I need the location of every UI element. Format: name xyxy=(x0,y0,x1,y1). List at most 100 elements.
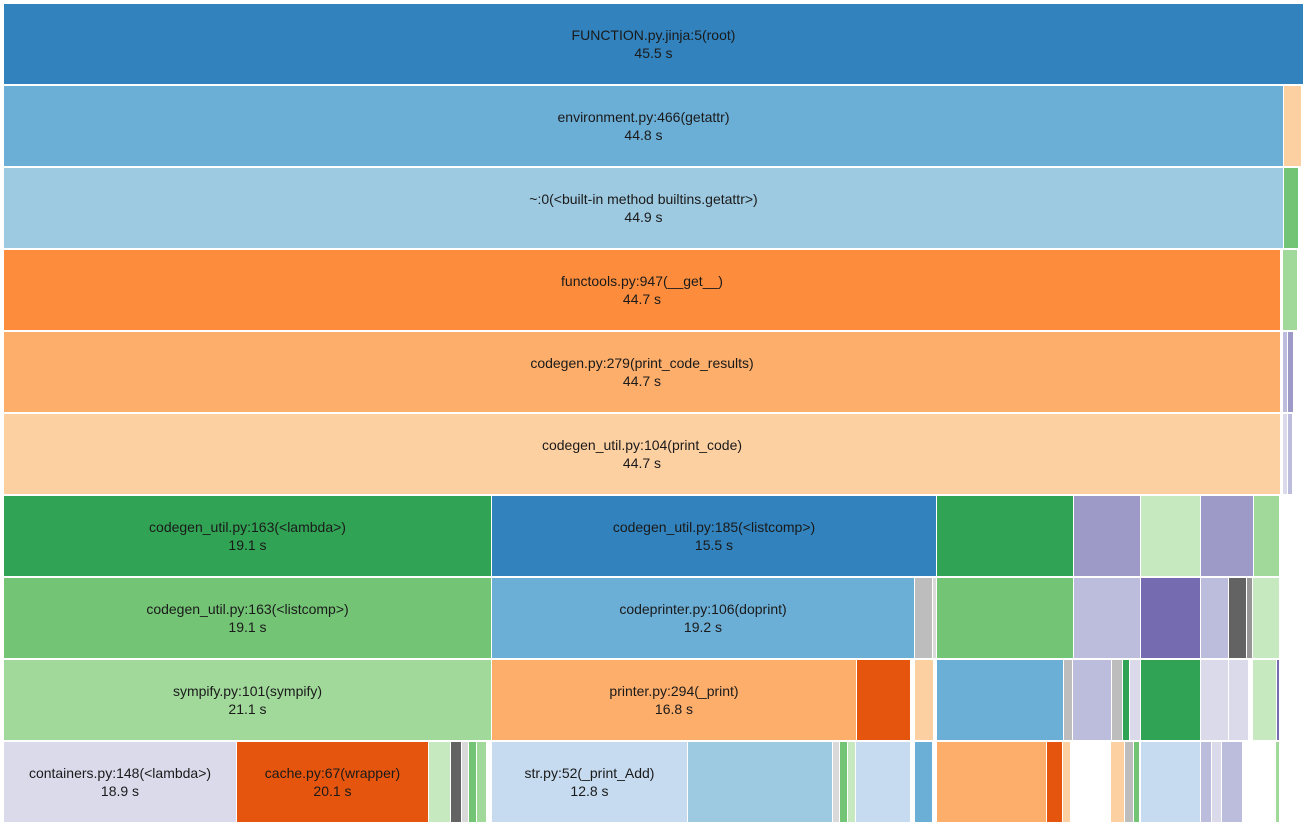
frame-row9-cell6[interactable] xyxy=(477,742,486,822)
frame-row9-cell21[interactable] xyxy=(1201,742,1211,822)
frame-rect[interactable] xyxy=(1123,660,1129,740)
frame-rect[interactable] xyxy=(4,250,1280,330)
frame-rect[interactable] xyxy=(4,742,236,822)
frame-rect[interactable] xyxy=(237,742,428,822)
frame-rect[interactable] xyxy=(1229,660,1248,740)
frame-rect[interactable] xyxy=(1125,742,1133,822)
frame-str-py-52-print-add[interactable]: str.py:52(_print_Add)12.8 s xyxy=(492,742,687,822)
frame-codeprinter-py-106-doprint[interactable]: codeprinter.py:106(doprint)19.2 s xyxy=(492,578,914,658)
frame-row8-cell5[interactable] xyxy=(937,660,1063,740)
frame-functools-py-947-get[interactable]: functools.py:947(__get__)44.7 s xyxy=(4,250,1280,330)
frame-rect[interactable] xyxy=(915,578,932,658)
frame-row9-cell16[interactable] xyxy=(1063,742,1070,822)
frame-row3-cell1[interactable] xyxy=(1283,250,1297,330)
frame-row9-cell2[interactable] xyxy=(429,742,450,822)
frame-rect[interactable] xyxy=(937,660,1063,740)
frame-row7-cell5[interactable] xyxy=(1074,578,1140,658)
frame-codegen-util-py-163-listcomp[interactable]: codegen_util.py:163(<listcomp>)19.1 s xyxy=(4,578,491,658)
frame-rect[interactable] xyxy=(1276,742,1279,822)
frame-rect[interactable] xyxy=(1283,250,1297,330)
frame-rect[interactable] xyxy=(911,660,914,740)
frame-row4-cell2[interactable] xyxy=(1288,332,1293,412)
frame-row9-cell12[interactable] xyxy=(856,742,910,822)
frame-rect[interactable] xyxy=(4,332,1280,412)
frame-rect[interactable] xyxy=(1064,660,1072,740)
frame-row9-cell24[interactable] xyxy=(1276,742,1279,822)
frame-printer-py-294-print[interactable]: printer.py:294(_print)16.8 s xyxy=(492,660,856,740)
frame-codegen-util-py-185-listcomp[interactable]: codegen_util.py:185(<listcomp>)15.5 s xyxy=(492,496,936,576)
frame-row9-cell3[interactable] xyxy=(451,742,461,822)
frame-rect[interactable] xyxy=(1229,578,1246,658)
frame-row8-cell7[interactable] xyxy=(1073,660,1111,740)
frame-row9-cell9[interactable] xyxy=(833,742,839,822)
frame-rect[interactable] xyxy=(1201,742,1211,822)
frame-rect[interactable] xyxy=(937,496,1073,576)
frame-row9-cell8[interactable] xyxy=(688,742,832,822)
frame-rect[interactable] xyxy=(1141,660,1200,740)
frame-rect[interactable] xyxy=(1112,660,1122,740)
frame-row9-cell5[interactable] xyxy=(469,742,476,822)
frame-rect[interactable] xyxy=(1201,578,1228,658)
frame-row9-cell4[interactable] xyxy=(462,742,468,822)
frame-rect[interactable] xyxy=(1284,86,1301,166)
frame-rect[interactable] xyxy=(848,742,855,822)
frame-codegen-util-py-163-lambda[interactable]: codegen_util.py:163(<lambda>)19.1 s xyxy=(4,496,491,576)
frame-rect[interactable] xyxy=(1288,414,1292,494)
frame-rect[interactable] xyxy=(1134,742,1139,822)
frame-rect[interactable] xyxy=(492,660,856,740)
frame-rect[interactable] xyxy=(477,742,486,822)
frame-row9-cell22[interactable] xyxy=(1212,742,1221,822)
frame-row8-cell3[interactable] xyxy=(911,660,914,740)
frame-rect[interactable] xyxy=(1141,496,1200,576)
frame-0-built-in-method-builtins-getattr[interactable]: ~:0(<built-in method builtins.getattr>)4… xyxy=(4,168,1283,248)
frame-row9-cell19[interactable] xyxy=(1134,742,1139,822)
frame-row8-cell6[interactable] xyxy=(1064,660,1072,740)
frame-row6-cell4[interactable] xyxy=(1141,496,1200,576)
frame-row8-cell12[interactable] xyxy=(1201,660,1228,740)
frame-rect[interactable] xyxy=(4,4,1303,84)
frame-rect[interactable] xyxy=(1141,742,1200,822)
frame-row8-cell11[interactable] xyxy=(1141,660,1200,740)
frame-rect[interactable] xyxy=(4,414,1280,494)
frame-rect[interactable] xyxy=(1284,168,1298,248)
frame-rect[interactable] xyxy=(856,742,910,822)
frame-row8-cell13[interactable] xyxy=(1229,660,1248,740)
frame-rect[interactable] xyxy=(429,742,450,822)
frame-rect[interactable] xyxy=(4,578,491,658)
frame-row8-cell9[interactable] xyxy=(1123,660,1129,740)
frame-rect[interactable] xyxy=(1074,578,1140,658)
frame-rect[interactable] xyxy=(4,496,491,576)
frame-row8-cell8[interactable] xyxy=(1112,660,1122,740)
frame-row9-cell20[interactable] xyxy=(1141,742,1200,822)
frame-rect[interactable] xyxy=(469,742,476,822)
frame-rect[interactable] xyxy=(1201,660,1228,740)
frame-cache-py-67-wrapper[interactable]: cache.py:67(wrapper)20.1 s xyxy=(237,742,428,822)
frame-rect[interactable] xyxy=(492,578,914,658)
frame-rect[interactable] xyxy=(1063,742,1070,822)
frame-codegen-util-py-104-print-code[interactable]: codegen_util.py:104(print_code)44.7 s xyxy=(4,414,1280,494)
frame-row8-cell10[interactable] xyxy=(1130,660,1140,740)
frame-function-py-jinja-5-root[interactable]: FUNCTION.py.jinja:5(root)45.5 s xyxy=(4,4,1303,84)
frame-row7-cell2[interactable] xyxy=(915,578,932,658)
frame-row5-cell1[interactable] xyxy=(1283,414,1287,494)
frame-rect[interactable] xyxy=(1130,660,1140,740)
frame-row9-cell10[interactable] xyxy=(840,742,847,822)
frame-row7-cell7[interactable] xyxy=(1201,578,1228,658)
frame-rect[interactable] xyxy=(1247,578,1252,658)
frame-row7-cell8[interactable] xyxy=(1229,578,1246,658)
frame-row6-cell5[interactable] xyxy=(1201,496,1253,576)
frame-row9-cell11[interactable] xyxy=(848,742,855,822)
frame-rect[interactable] xyxy=(492,496,936,576)
frame-rect[interactable] xyxy=(1222,742,1242,822)
frame-rect[interactable] xyxy=(1253,578,1279,658)
frame-row8-cell14[interactable] xyxy=(1253,660,1276,740)
frame-rect[interactable] xyxy=(1283,414,1287,494)
frame-rect[interactable] xyxy=(1074,496,1140,576)
frame-row9-cell14[interactable] xyxy=(937,742,1046,822)
frame-row7-cell9[interactable] xyxy=(1247,578,1252,658)
frame-row9-cell23[interactable] xyxy=(1222,742,1242,822)
frame-rect[interactable] xyxy=(915,660,933,740)
frame-rect[interactable] xyxy=(915,742,932,822)
frame-rect[interactable] xyxy=(1201,496,1253,576)
frame-row7-cell4[interactable] xyxy=(937,578,1073,658)
